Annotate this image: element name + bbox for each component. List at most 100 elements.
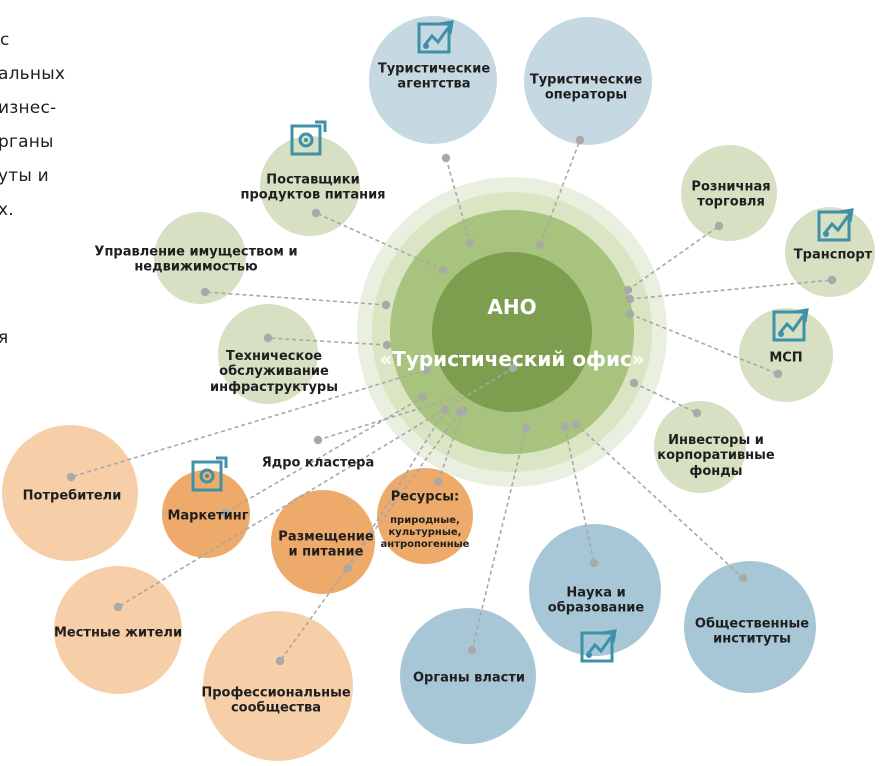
label-investors: Инвесторы и корпоративные фонды: [657, 433, 775, 479]
hub-dot-local-residents: [508, 363, 518, 373]
node-authorities: [400, 608, 536, 744]
label-consumers: Потребители: [22, 488, 122, 504]
node-dot-investors: [692, 408, 702, 418]
hub-dot-food-suppliers: [438, 265, 448, 275]
connector-science-education: [564, 426, 595, 564]
left-text-line: уты и: [0, 166, 49, 186]
label-cluster-core: Ядро кластера: [261, 455, 375, 471]
label-public-institutions: Общественные институты: [694, 616, 810, 647]
connector-food-suppliers: [315, 212, 444, 271]
node-dot-consumers: [66, 472, 76, 482]
hub-dot-consumers: [421, 365, 431, 375]
hub-dot-retail: [623, 285, 633, 295]
node-local-residents: [54, 566, 182, 694]
hub-dot-travel-agencies: [465, 238, 475, 248]
connector-infrastructure: [267, 337, 388, 346]
node-property-management: [154, 212, 246, 304]
connector-transport: [629, 279, 833, 300]
node-sme: [739, 308, 833, 402]
target-icon: [191, 456, 228, 492]
connector-public-institutions: [575, 423, 744, 579]
left-text-line: с: [0, 30, 10, 50]
label-resources: Ресурсы:: [390, 489, 460, 505]
connector-resources: [437, 410, 464, 483]
hub-dot-property-management: [381, 300, 391, 310]
node-consumers: [2, 425, 138, 561]
label-authorities: Органы власти: [412, 670, 526, 686]
connector-property-management: [204, 291, 387, 306]
node-dot-authorities: [467, 645, 477, 655]
hub-dot-professional-communities: [455, 407, 465, 417]
hub-dot-transport: [625, 294, 635, 304]
node-dot-resources: [433, 477, 443, 487]
label-local-residents: Местные жители: [53, 625, 183, 641]
node-dot-sme: [773, 369, 783, 379]
hub-dot-tour-operators: [535, 240, 545, 250]
connector-travel-agencies: [445, 157, 471, 244]
hub-dot-science-education: [560, 422, 570, 432]
label-sme: МСП: [769, 350, 803, 366]
node-tour-operators: [524, 17, 652, 145]
node-infrastructure: [218, 304, 318, 404]
left-text-line: х.: [0, 200, 14, 220]
node-resources: [377, 468, 473, 564]
center-label: АНО «Туристический офис»: [379, 268, 644, 398]
left-text-fragment: с альных изнес- рганы уты и х. я: [0, 0, 90, 766]
connector-investors: [633, 382, 698, 414]
node-travel-agencies: [369, 16, 497, 144]
chart-growth-icon: [417, 20, 454, 54]
node-retail: [681, 145, 777, 241]
connector-consumers: [70, 369, 427, 478]
node-dot-infrastructure: [263, 333, 273, 343]
node-dot-science-education: [589, 558, 599, 568]
hub-dot-investors: [629, 378, 639, 388]
left-text-line: рганы: [0, 132, 54, 152]
connector-retail: [627, 225, 720, 291]
label-travel-agencies: Туристические агентства: [377, 61, 491, 92]
label-retail: Розничная торговля: [691, 179, 771, 210]
label-marketing: Маркетинг: [167, 508, 249, 524]
target-icon: [290, 120, 327, 156]
label-professional-communities: Профессиональные сообщества: [201, 685, 351, 716]
label-transport: Транспорт: [793, 247, 873, 263]
node-dot-retail: [714, 221, 724, 231]
node-marketing: [162, 470, 250, 558]
label-resources-sub: природные, культурные, антропогенные: [380, 515, 470, 550]
node-investors: [654, 401, 746, 493]
chart-growth-icon: [772, 308, 809, 342]
hub-dot-infrastructure: [382, 340, 392, 350]
node-dot-professional-communities: [275, 656, 285, 666]
hub-dot-marketing: [418, 392, 428, 402]
hub-dot-sme: [625, 309, 635, 319]
center-line-1: АНО: [487, 295, 537, 319]
node-dot-public-institutions: [738, 573, 748, 583]
node-transport: [785, 207, 875, 297]
connector-cluster-core: [317, 395, 461, 441]
label-food-suppliers: Поставщики продуктов питания: [240, 172, 386, 203]
node-dot-transport: [827, 275, 837, 285]
center-line-2: «Туристический офис»: [379, 347, 645, 371]
left-text-line: альных: [0, 64, 66, 84]
hub-dot-public-institutions: [571, 419, 581, 429]
node-dot-marketing: [220, 508, 230, 518]
node-food-suppliers: [260, 136, 360, 236]
chart-growth-icon: [580, 629, 617, 663]
left-text-line: изнес-: [0, 98, 57, 118]
node-dot-tour-operators: [575, 135, 585, 145]
left-text-line: я: [0, 328, 9, 348]
node-public-institutions: [684, 561, 816, 693]
label-infrastructure: Техническое обслуживание инфраструктуры: [210, 349, 338, 395]
connector-accommodation: [347, 409, 446, 569]
node-professional-communities: [203, 611, 353, 761]
label-tour-operators: Туристические операторы: [529, 72, 643, 103]
hub-core: [432, 252, 592, 412]
connector-sme: [629, 313, 779, 375]
hub-dot-authorities: [521, 423, 531, 433]
label-science-education: Наука и образование: [547, 585, 645, 616]
node-dot-property-management: [200, 287, 210, 297]
node-dot-travel-agencies: [441, 153, 451, 163]
connector-marketing: [224, 396, 424, 514]
label-accommodation: Размещение и питание: [278, 529, 374, 560]
connector-authorities: [471, 427, 527, 651]
node-dot-food-suppliers: [311, 208, 321, 218]
